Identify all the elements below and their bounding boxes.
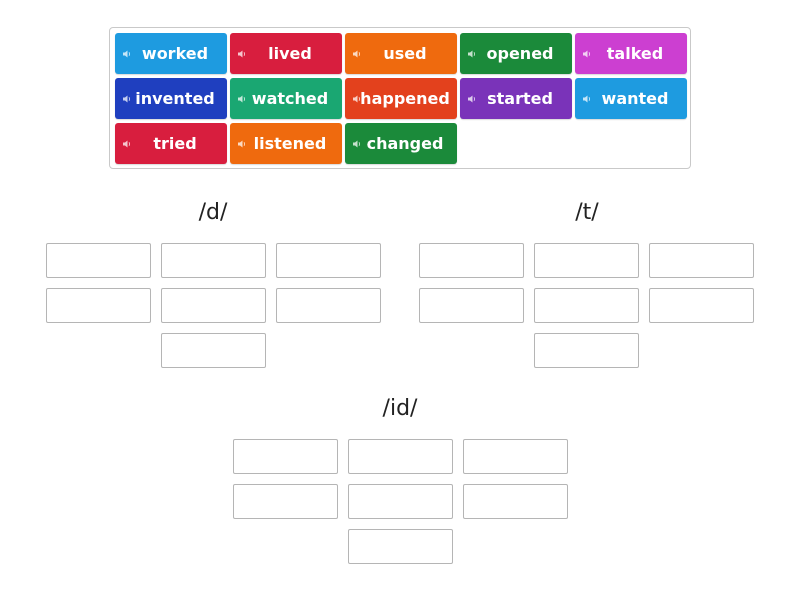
drop-slot[interactable] (419, 288, 524, 323)
group-title-id: /id/ (382, 396, 418, 421)
tile-label: tried (153, 134, 197, 153)
drop-slot[interactable] (276, 243, 381, 278)
speaker-icon[interactable] (237, 49, 247, 59)
drop-slot[interactable] (419, 243, 524, 278)
word-tile[interactable]: talked (575, 33, 687, 74)
drop-slot[interactable] (233, 439, 338, 474)
speaker-icon[interactable] (122, 49, 132, 59)
speaker-icon[interactable] (352, 49, 362, 59)
word-tile[interactable]: tried (115, 123, 227, 164)
speaker-icon[interactable] (122, 139, 132, 149)
speaker-icon[interactable] (467, 49, 477, 59)
speaker-icon[interactable] (582, 49, 592, 59)
drop-slot[interactable] (161, 333, 266, 368)
drop-slot[interactable] (276, 288, 381, 323)
drop-slot[interactable] (463, 484, 568, 519)
word-tile[interactable]: watched (230, 78, 342, 119)
drop-slot[interactable] (348, 439, 453, 474)
word-bank: worked lived used opened talked invented… (109, 27, 691, 169)
speaker-icon[interactable] (582, 94, 592, 104)
tile-label: started (487, 89, 553, 108)
word-tile[interactable]: opened (460, 33, 572, 74)
tile-label: watched (251, 89, 329, 108)
tile-label: worked (141, 44, 209, 63)
speaker-icon[interactable] (352, 94, 362, 104)
word-tile[interactable]: lived (230, 33, 342, 74)
drop-slot[interactable] (233, 484, 338, 519)
word-tile[interactable]: started (460, 78, 572, 119)
word-tile[interactable]: happened (345, 78, 457, 119)
tile-label: lived (268, 44, 312, 63)
drop-slot[interactable] (649, 288, 754, 323)
tile-label: happened (360, 89, 450, 108)
drop-slot[interactable] (649, 243, 754, 278)
word-tile[interactable]: changed (345, 123, 457, 164)
drop-slot[interactable] (534, 243, 639, 278)
speaker-icon[interactable] (237, 94, 247, 104)
drop-slot[interactable] (534, 333, 639, 368)
word-tile[interactable]: worked (115, 33, 227, 74)
tile-label: talked (606, 44, 664, 63)
tile-label: changed (366, 134, 444, 153)
tile-label: opened (486, 44, 554, 63)
group-title-d: /d/ (198, 200, 228, 225)
drop-slot[interactable] (348, 529, 453, 564)
drop-slot[interactable] (348, 484, 453, 519)
tile-label: listened (253, 134, 327, 153)
speaker-icon[interactable] (467, 94, 477, 104)
drop-slot[interactable] (46, 288, 151, 323)
drop-slot[interactable] (161, 243, 266, 278)
tile-label: used (383, 44, 427, 63)
drop-slot[interactable] (534, 288, 639, 323)
tile-label: invented (135, 89, 215, 108)
drop-slot[interactable] (463, 439, 568, 474)
tile-label: wanted (601, 89, 669, 108)
speaker-icon[interactable] (352, 139, 362, 149)
word-tile[interactable]: used (345, 33, 457, 74)
word-tile[interactable]: invented (115, 78, 227, 119)
drop-slot[interactable] (46, 243, 151, 278)
speaker-icon[interactable] (237, 139, 247, 149)
word-tile[interactable]: listened (230, 123, 342, 164)
drop-slot[interactable] (161, 288, 266, 323)
word-tile[interactable]: wanted (575, 78, 687, 119)
speaker-icon[interactable] (122, 94, 132, 104)
group-title-t: /t/ (575, 200, 599, 225)
